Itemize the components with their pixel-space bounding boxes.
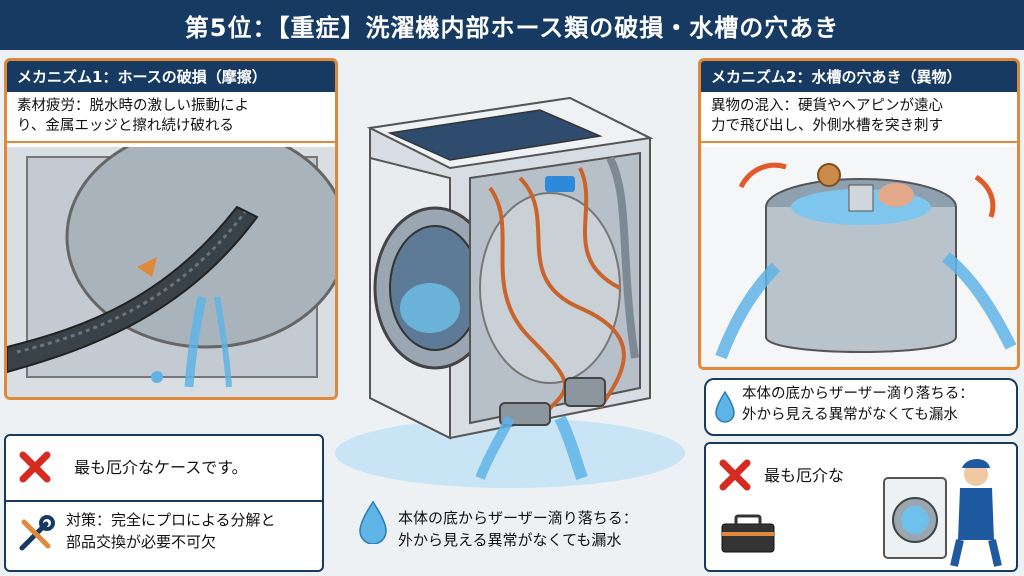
mechanism2-description: 異物の混入：硬貨やヘアピンが遠心 力で飛び出し、外側水槽を突き刺す — [701, 92, 1017, 144]
warning-text: 最も厄介なケースです。 — [74, 458, 248, 477]
tools-icon — [19, 515, 55, 551]
red-x-icon — [19, 451, 51, 483]
mechanism1-panel: メカニズム1：ホースの破損（摩擦） 素材疲労：脱水時の激しい振動によ り、金属エ… — [4, 58, 338, 400]
mechanism1-desc-line2: り、金属エッジと擦れ続け破れる — [17, 117, 234, 134]
mechanism1-title: メカニズム1：ホースの破損（摩擦） — [7, 61, 335, 92]
water-drop-icon — [715, 390, 735, 423]
leak-callout-right-line1: 本体の底からザーザー滴り落ちる： — [742, 386, 974, 402]
technician-illustration — [883, 459, 1002, 567]
leak-callout-right: 本体の底からザーザー滴り落ちる： 外から見える異常がなくても漏水 — [704, 378, 1018, 436]
warning-divider — [6, 500, 322, 502]
drum-puncture-illustration — [701, 147, 1017, 367]
mechanism2-desc-line1: 異物の混入：硬貨やヘアピンが遠心 — [711, 98, 943, 114]
warning-box-left: 最も厄介なケースです。 対策：完全にプロによる分解と 部品交換が必要不可欠 — [4, 434, 324, 572]
hose-damage-illustration — [7, 147, 335, 397]
mechanism2-desc-line2: 力で飛び出し、外側水槽を突き刺す — [711, 117, 943, 134]
mechanism1-description: 素材疲労：脱水時の激しい振動によ り、金属エッジと擦れ続け破れる — [7, 92, 335, 144]
countermeasure-line2: 部品交換が必要不可欠 — [66, 532, 217, 551]
title-banner: 第5位：【重症】洗濯機内部ホース類の破損・水槽の穴あき — [0, 0, 1024, 50]
countermeasure-line1: 対策：完全にプロによる分解と — [66, 511, 276, 529]
warning-right-text: 最も厄介な — [764, 466, 845, 485]
leak-caption-center: 本体の底からザーザー滴り落ちる： 外から見える異常がなくても漏水 — [398, 508, 638, 552]
toolbox-icon — [721, 514, 775, 553]
mechanism1-desc-line1: 素材疲労：脱水時の激しい振動によ — [17, 98, 249, 114]
washing-machine-illustration — [335, 96, 685, 488]
page-title: 第5位：【重症】洗濯機内部ホース類の破損・水槽の穴あき — [184, 13, 840, 42]
countermeasure-text: 対策：完全にプロによる分解と 部品交換が必要不可欠 — [66, 510, 276, 554]
leak-callout-right-line2: 外から見える異常がなくても漏水 — [742, 407, 958, 424]
mechanism2-title: メカニズム2：水槽の穴あき（異物） — [701, 61, 1017, 92]
warning-box-right: 最も厄介な — [704, 442, 1018, 572]
red-x-icon — [719, 459, 751, 491]
mechanism2-panel: メカニズム2：水槽の穴あき（異物） 異物の混入：硬貨やヘアピンが遠心 力で飛び出… — [698, 58, 1020, 370]
leak-callout-right-text: 本体の底からザーザー滴り落ちる： 外から見える異常がなくても漏水 — [742, 384, 974, 426]
leak-caption-center-line2: 外から見える異常がなくても漏水 — [398, 530, 622, 549]
leak-caption-center-line1: 本体の底からザーザー滴り落ちる： — [398, 509, 638, 527]
water-drop-icon-large — [359, 500, 387, 544]
